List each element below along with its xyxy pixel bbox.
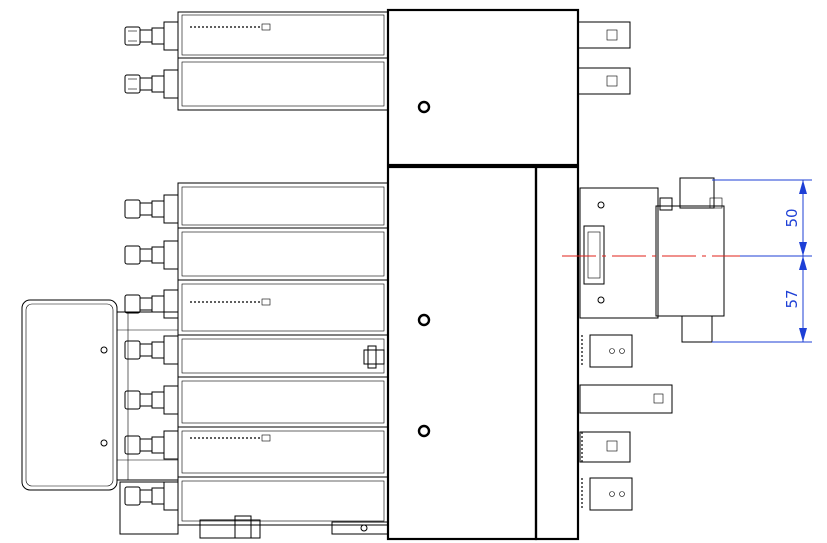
air-fittings	[124, 194, 179, 511]
mounting-hole	[417, 313, 431, 327]
dimension-50: 50	[783, 208, 801, 227]
central-manifold	[386, 8, 580, 541]
mounting-hole	[417, 100, 431, 114]
terminals	[577, 21, 673, 511]
dimension-57: 57	[783, 289, 801, 308]
sensor-bracket	[579, 177, 725, 343]
dimension-lines	[712, 179, 812, 343]
mounting-hole	[417, 424, 431, 438]
lower-cylinder-modules	[177, 182, 389, 526]
motor-housing	[21, 299, 389, 539]
upper-cylinder-modules	[124, 11, 389, 111]
